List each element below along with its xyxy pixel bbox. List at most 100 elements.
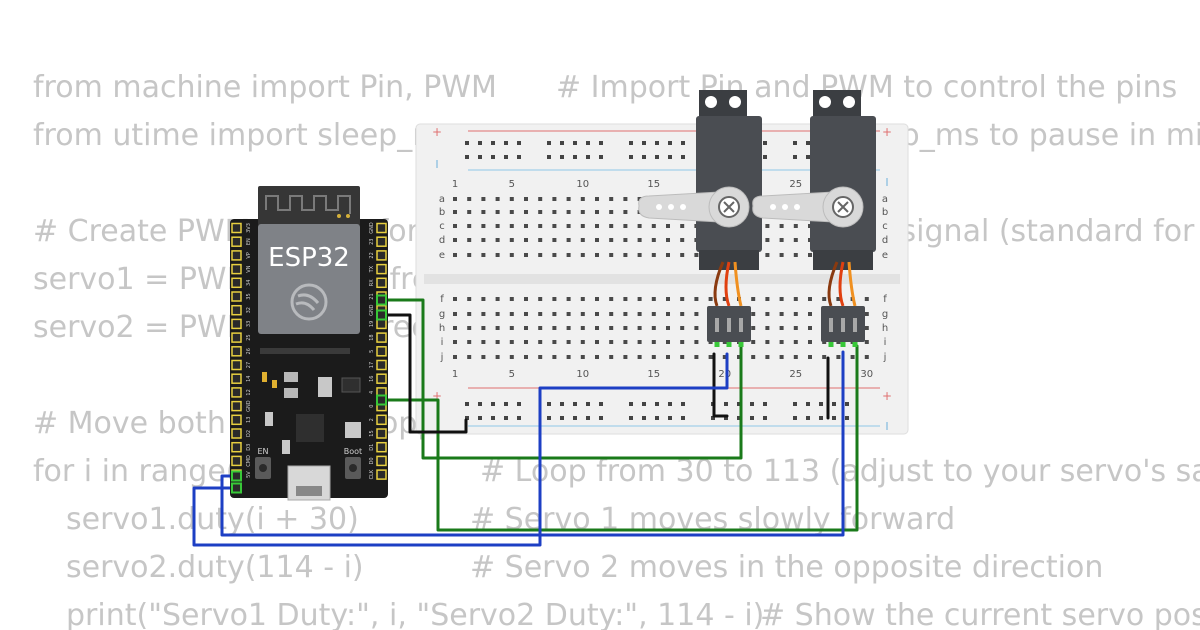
- terminal-hole: [595, 340, 599, 344]
- terminal-hole: [836, 297, 841, 301]
- header-pin: [376, 441, 387, 453]
- terminal-hole: [609, 253, 614, 257]
- rail-hole: [681, 416, 685, 420]
- rail-hole: [478, 155, 482, 159]
- servo-gear-cross: [837, 201, 849, 213]
- pin-label-right: 21: [369, 293, 375, 299]
- pin-label-left: 32: [246, 307, 252, 313]
- rail-hole: [586, 416, 590, 420]
- header-pin-connected: [376, 294, 387, 306]
- row-letter: b: [439, 207, 445, 218]
- terminal-hole: [595, 197, 599, 201]
- terminal-hole: [524, 340, 528, 344]
- rail-hole: [599, 155, 603, 159]
- header-pin: [231, 291, 242, 302]
- terminal-hole: [765, 224, 770, 228]
- servo-wire-red: [724, 261, 731, 307]
- terminal-hole: [595, 297, 599, 301]
- rail-hole: [793, 155, 797, 159]
- terminal-hole: [566, 312, 571, 316]
- pin-label-right: 2: [369, 418, 375, 421]
- rail-hole: [642, 141, 646, 145]
- en-button-cap: [259, 464, 267, 472]
- terminal-hole: [864, 297, 869, 301]
- header-pin: [376, 373, 387, 384]
- terminal-hole: [609, 340, 614, 344]
- terminal-hole: [666, 312, 670, 316]
- rail-hole: [642, 416, 646, 420]
- terminal-hole: [680, 355, 685, 359]
- rail-hole: [737, 416, 741, 420]
- rail-hole: [819, 402, 823, 406]
- rail-plus-label: +: [882, 389, 892, 403]
- rail-hole: [655, 416, 659, 420]
- terminal-hole: [623, 355, 628, 359]
- terminal-hole: [595, 238, 599, 242]
- row-letter: e: [882, 250, 888, 261]
- terminal-hole: [481, 224, 486, 228]
- terminal-hole: [495, 224, 500, 228]
- terminal-hole: [779, 238, 784, 242]
- terminal-hole: [538, 355, 543, 359]
- servo-1: [638, 90, 762, 347]
- terminal-hole: [680, 297, 685, 301]
- wire-blue-servo1: [192, 352, 729, 547]
- terminal-hole: [609, 326, 614, 330]
- column-number: 10: [576, 179, 589, 190]
- terminal-hole: [552, 210, 557, 214]
- terminal-hole: [751, 340, 756, 344]
- pin-label-left: 5V: [246, 471, 252, 478]
- rail-hole: [806, 141, 810, 145]
- row-letter: c: [882, 221, 888, 232]
- pin-label-right: D1: [369, 444, 375, 451]
- terminal-hole: [481, 312, 486, 316]
- connector-pin-highlight: [714, 342, 720, 347]
- terminal-hole: [609, 224, 614, 228]
- rail-hole: [573, 141, 577, 145]
- terminal-hole: [623, 210, 628, 214]
- servo-2: [752, 90, 876, 347]
- rail-hole: [711, 416, 715, 420]
- terminal-hole: [793, 312, 798, 316]
- terminal-hole: [580, 238, 585, 242]
- rail-hole: [642, 155, 646, 159]
- terminal-hole: [453, 340, 457, 344]
- header-pin: [231, 387, 242, 398]
- connector-pin-highlight: [828, 342, 834, 347]
- row-letter: d: [882, 235, 888, 246]
- rail-hole: [599, 416, 603, 420]
- terminal-hole: [580, 355, 585, 359]
- column-number: 15: [647, 179, 660, 190]
- boot-button-cap: [349, 464, 357, 472]
- header-pin: [376, 263, 387, 275]
- terminal-hole: [808, 326, 812, 330]
- terminal-hole: [623, 297, 628, 301]
- connector-pin: [739, 318, 743, 332]
- terminal-hole: [495, 210, 500, 214]
- terminal-hole: [651, 297, 656, 301]
- pin-label-left: 27: [246, 362, 252, 368]
- terminal-hole: [793, 238, 798, 242]
- terminal-hole: [495, 253, 500, 257]
- terminal-hole: [822, 297, 827, 301]
- terminal-hole: [637, 224, 642, 228]
- terminal-hole: [552, 312, 557, 316]
- terminal-hole: [694, 340, 699, 344]
- terminal-hole: [765, 326, 770, 330]
- header-pin: [231, 400, 242, 412]
- column-number: 10: [576, 369, 589, 380]
- terminal-hole: [495, 312, 500, 316]
- header-pin: [231, 236, 242, 247]
- terminal-hole: [467, 340, 472, 344]
- header-pin: [376, 250, 387, 261]
- rail-hole: [793, 141, 797, 145]
- code-line: from machine import Pin, PWM: [33, 70, 497, 105]
- row-letter: a: [439, 194, 445, 205]
- connector-pin-highlight: [738, 342, 744, 347]
- pin-label-left: VN: [246, 265, 252, 272]
- component: [260, 348, 350, 354]
- terminal-hole: [808, 340, 812, 344]
- header-pin: [231, 250, 242, 261]
- rail-hole: [806, 416, 810, 420]
- rail-hole: [586, 402, 590, 406]
